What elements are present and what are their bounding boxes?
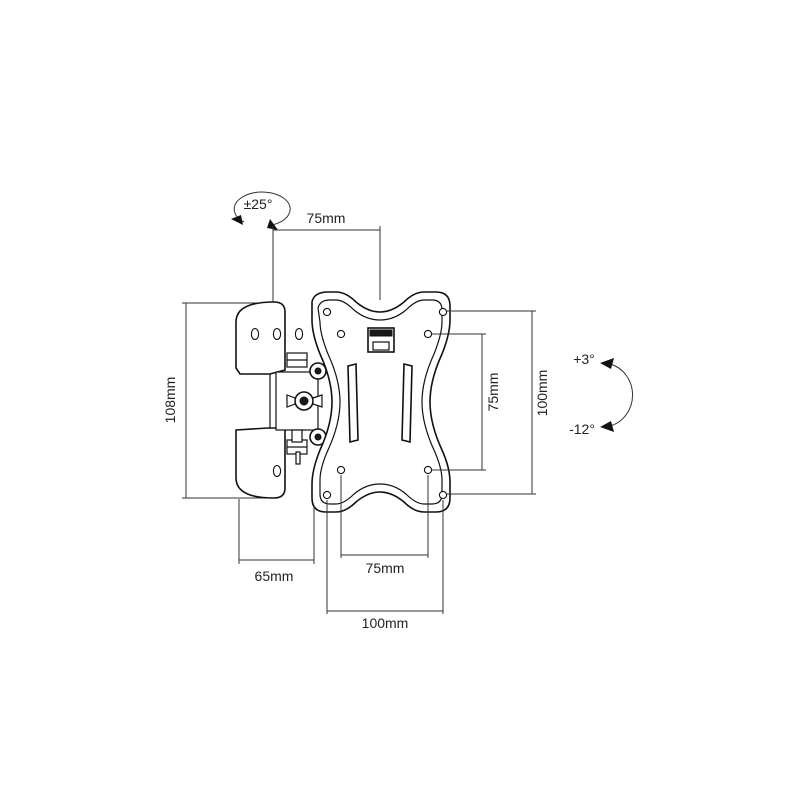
swivel-indicator: ±25°	[231, 191, 291, 230]
knob-handle	[286, 394, 296, 408]
wall-hole	[250, 327, 260, 341]
vertical-hole-spacing-dimensions: 75mm 100mm	[432, 310, 550, 495]
vesa-hole	[423, 329, 433, 339]
wall-plate-depth-dimension: 65mm	[238, 499, 315, 584]
swivel-arrow-left-icon	[231, 215, 243, 225]
swivel-label: ±25°	[244, 196, 273, 212]
top-width-label: 75mm	[307, 210, 346, 226]
bolt-tip	[295, 451, 301, 465]
tilt-arc	[609, 363, 634, 427]
swivel-arc	[233, 191, 291, 226]
horizontal-outer-label: 100mm	[362, 615, 409, 631]
horizontal-inner-dimension: 75mm	[340, 475, 429, 576]
vesa-hole	[336, 465, 346, 475]
vesa-hole	[322, 490, 332, 500]
locking-clip-tab	[372, 341, 390, 351]
hinge-center	[314, 367, 322, 375]
wall-plate-depth-label: 65mm	[255, 568, 294, 584]
wall-plate-lower	[235, 427, 286, 499]
wall-plate-height-dimension: 108mm	[162, 302, 276, 499]
vesa-hole	[438, 490, 448, 500]
wall-hole	[294, 327, 304, 341]
vesa-hole	[322, 307, 332, 317]
vesa-hole	[423, 465, 433, 475]
knob-center	[299, 396, 309, 406]
right-slot	[401, 362, 413, 444]
wall-hole	[272, 464, 282, 478]
swivel-arrow-right-icon	[267, 219, 278, 230]
horizontal-inner-label: 75mm	[366, 560, 405, 576]
arm-assembly	[275, 352, 327, 465]
hinge-center	[314, 433, 322, 441]
left-slot	[347, 362, 359, 444]
tilt-arrow-up-icon	[600, 358, 614, 369]
top-width-dimension: 75mm	[272, 210, 381, 302]
tilt-indicator: +3° -12°	[569, 351, 634, 437]
knob-handle	[312, 394, 323, 408]
wall-plate-upper	[235, 301, 286, 375]
tilt-down-label: -12°	[569, 421, 595, 437]
horizontal-outer-dimension: 100mm	[326, 500, 444, 631]
wall-plate	[235, 301, 304, 499]
tilt-up-label: +3°	[573, 351, 595, 367]
locking-clip-top	[369, 329, 393, 337]
vesa-plate	[311, 291, 451, 513]
wall-hole	[272, 327, 282, 341]
vertical-outer-label: 100mm	[534, 370, 550, 417]
wall-plate-height-label: 108mm	[162, 377, 178, 424]
vertical-inner-label: 75mm	[485, 373, 501, 412]
bolt-shaft	[291, 429, 303, 443]
vesa-hole	[438, 307, 448, 317]
tilt-arrow-down-icon	[600, 421, 614, 432]
vesa-hole	[336, 329, 346, 339]
